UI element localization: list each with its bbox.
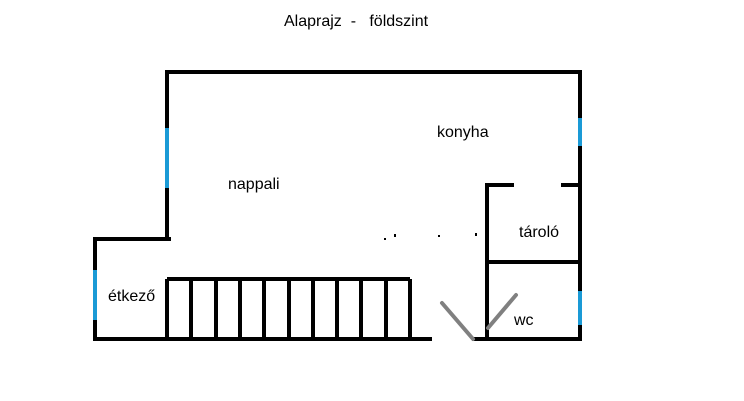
door-wc xyxy=(486,293,518,330)
room-label-konyha: konyha xyxy=(437,124,489,141)
stray-mark xyxy=(438,235,440,237)
stray-mark xyxy=(384,238,386,240)
room-label-etkezo: étkező xyxy=(108,288,155,305)
stair-steps xyxy=(165,279,412,339)
windows xyxy=(93,118,582,325)
room-label-nappali: nappali xyxy=(228,176,280,193)
room-label-tarolo: tároló xyxy=(519,224,559,241)
door-entrance xyxy=(440,301,475,341)
stray-marks xyxy=(384,233,477,240)
staircase xyxy=(165,277,412,339)
stray-mark xyxy=(475,233,477,236)
doors xyxy=(440,293,518,341)
room-label-wc: wc xyxy=(513,312,534,329)
stray-mark xyxy=(394,234,396,237)
plan-title: Alaprajz - földszint xyxy=(284,13,429,30)
